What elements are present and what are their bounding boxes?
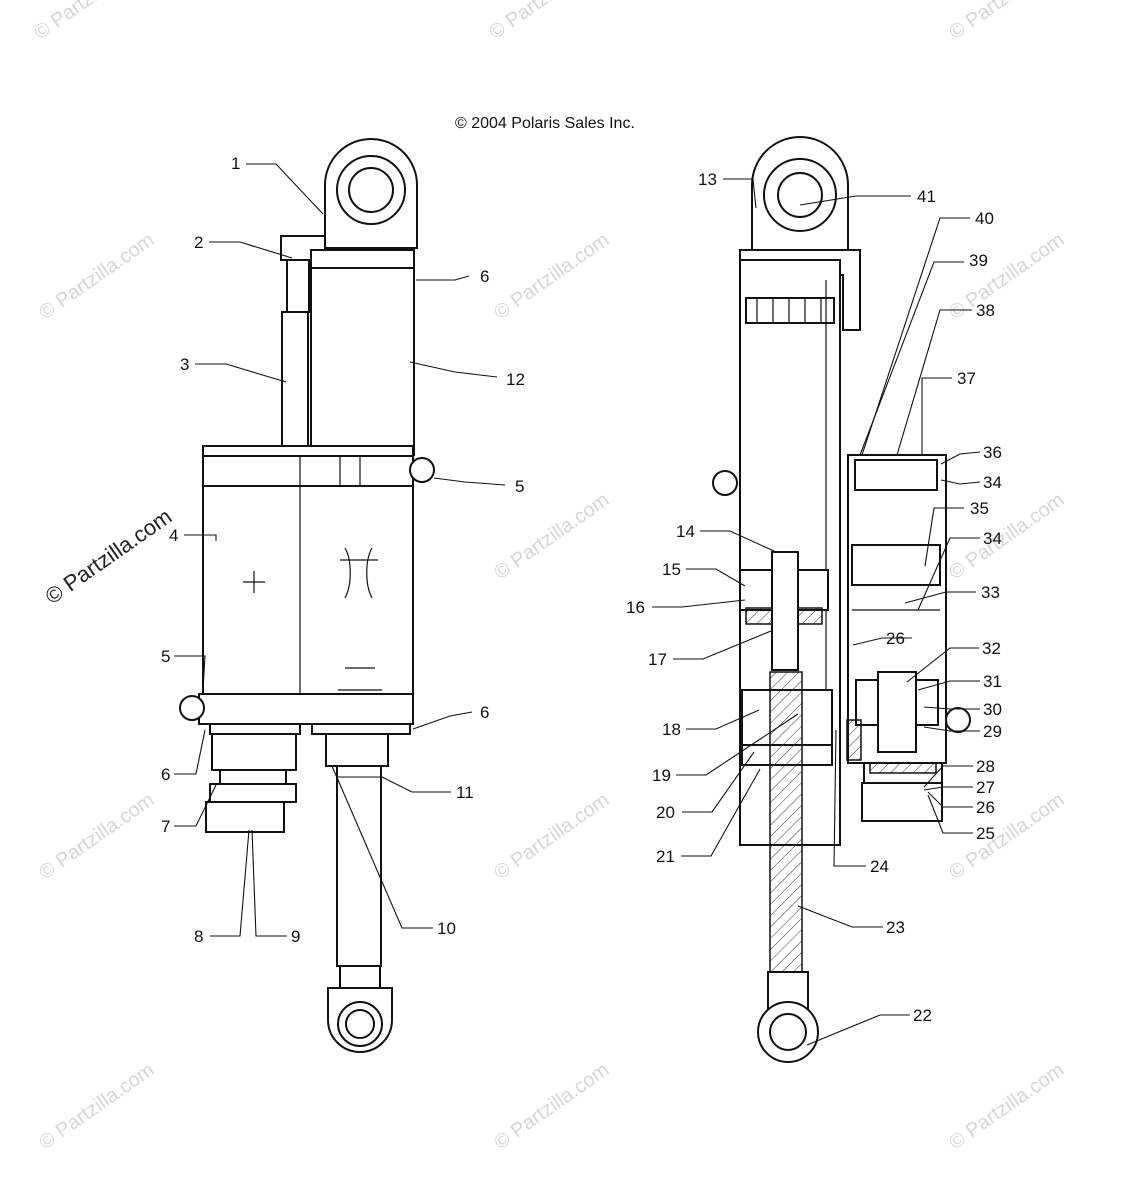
left-callouts: 1 2 3 4 6 12 5 5 6 6 7 8 9 10 11	[161, 154, 525, 946]
callout-11: 11	[456, 783, 474, 802]
callout-14: 14	[676, 522, 695, 541]
section-top-eye-bore	[777, 172, 823, 218]
watermark-main: © Partzilla.com	[41, 504, 177, 610]
watermark-tile: © Partzilla.com	[490, 1059, 613, 1154]
callout-31: 31	[983, 672, 1002, 691]
callout-28: 28	[976, 757, 995, 776]
upper-clamp-band	[202, 455, 414, 487]
watermark-tile: © Partzilla.com	[485, 0, 608, 44]
piston-rod-upper	[771, 551, 799, 671]
callout-5-lower: 5	[161, 647, 170, 666]
shaft	[336, 765, 382, 967]
valve-stem	[877, 671, 917, 753]
callout-12: 12	[506, 370, 525, 389]
callout-4: 4	[169, 526, 178, 545]
body-window	[344, 547, 373, 599]
adjuster-knob	[205, 801, 285, 833]
callout-33: 33	[981, 583, 1000, 602]
callout-38: 38	[976, 301, 995, 320]
callout-18: 18	[662, 720, 681, 739]
callout-6-left: 6	[161, 765, 170, 784]
callout-6-top: 6	[480, 267, 489, 286]
callout-6-right: 6	[480, 703, 489, 722]
callout-40: 40	[975, 209, 994, 228]
section-mount-ear	[712, 470, 738, 496]
section-top-seal	[745, 297, 835, 324]
reservoir-mount-ear	[945, 707, 971, 733]
watermark-tile: © Partzilla.com	[945, 789, 1068, 884]
callout-34-lower: 34	[983, 529, 1002, 548]
callout-39: 39	[969, 251, 988, 270]
callout-37: 37	[957, 369, 976, 388]
callout-34-upper: 34	[983, 473, 1002, 492]
piston-rod	[769, 671, 803, 973]
adjuster-body	[211, 733, 297, 771]
callout-19: 19	[652, 766, 671, 785]
lower-eye-neck	[339, 965, 381, 989]
callout-32: 32	[982, 639, 1001, 658]
spring-housing	[202, 445, 414, 703]
callout-35: 35	[970, 499, 989, 518]
watermark-tile: © Partzilla.com	[490, 789, 613, 884]
adjuster-spring	[869, 762, 937, 774]
watermark-tile: © Partzilla.com	[35, 1059, 158, 1154]
callout-1: 1	[231, 154, 240, 173]
lower-collar	[209, 723, 301, 735]
section-lower-eye-bore	[769, 1013, 807, 1051]
reservoir-seal	[846, 719, 862, 761]
callout-5-upper: 5	[515, 477, 524, 496]
callout-29: 29	[983, 722, 1002, 741]
hose	[281, 311, 309, 447]
right-shock-section	[712, 136, 971, 1063]
watermark-tile: © Partzilla.com	[945, 0, 1068, 44]
watermark-tile: © Partzilla.com	[945, 489, 1068, 584]
shaft-seal-housing	[325, 733, 389, 767]
watermark-tile: © Partzilla.com	[490, 489, 613, 584]
watermark-tile: © Partzilla.com	[35, 789, 158, 884]
reservoir-cap	[854, 459, 938, 491]
callout-7: 7	[161, 817, 170, 836]
watermark-tile: © Partzilla.com	[30, 0, 153, 44]
callout-41: 41	[917, 187, 936, 206]
adjuster-ring	[219, 769, 287, 785]
callout-10: 10	[437, 919, 456, 938]
callout-16: 16	[626, 598, 645, 617]
callout-9: 9	[291, 927, 300, 946]
lower-clamp-ear	[179, 695, 205, 721]
callout-17: 17	[648, 650, 667, 669]
callout-21: 21	[656, 847, 675, 866]
upper-clamp-ear	[409, 457, 435, 483]
callout-26-upper: 26	[886, 629, 905, 648]
copyright-text: © 2004 Polaris Sales Inc.	[455, 115, 635, 132]
lower-seal-collar	[311, 723, 411, 735]
callout-22: 22	[913, 1006, 932, 1025]
right-callouts: 13 41 40 39 38 37 36 34 35 34 33 14 15 1…	[626, 170, 1002, 1046]
callout-26-lower: 26	[976, 798, 995, 817]
watermark-tile: © Partzilla.com	[35, 229, 158, 324]
callout-36: 36	[983, 443, 1002, 462]
fitting-stem	[286, 259, 310, 313]
watermark-tile: © Partzilla.com	[945, 1059, 1068, 1154]
lower-clamp-band	[198, 693, 414, 725]
callout-24: 24	[870, 857, 889, 876]
body-tube	[310, 264, 415, 456]
lower-eye-bore	[345, 1009, 375, 1039]
callout-2: 2	[194, 233, 203, 252]
callout-8: 8	[194, 927, 203, 946]
callout-30: 30	[983, 700, 1002, 719]
top-eye-bore	[348, 167, 394, 213]
left-shock-exterior	[179, 138, 435, 1053]
callout-20: 20	[656, 803, 675, 822]
adjuster-spacer	[209, 783, 297, 803]
callout-13: 13	[698, 170, 717, 189]
top-collar	[310, 249, 415, 269]
callout-23: 23	[886, 918, 905, 937]
callout-3: 3	[180, 355, 189, 374]
watermark-tile: © Partzilla.com	[490, 229, 613, 324]
callout-27: 27	[976, 778, 995, 797]
callout-15: 15	[662, 560, 681, 579]
callout-25: 25	[976, 824, 995, 843]
